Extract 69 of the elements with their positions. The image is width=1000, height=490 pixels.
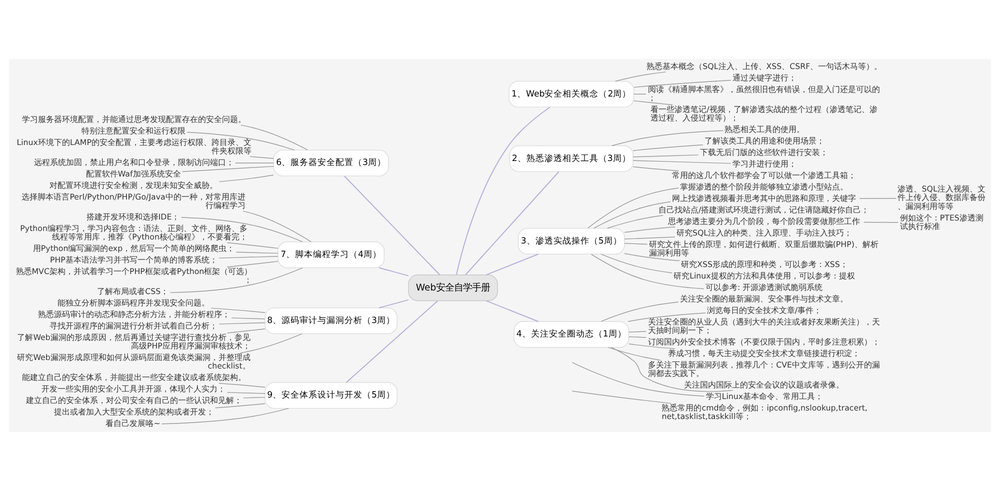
connector xyxy=(628,312,706,322)
connector xyxy=(594,200,671,228)
node-box: 4、关注安全圈动态（1周） xyxy=(514,320,630,348)
connector xyxy=(226,328,266,333)
connector xyxy=(182,165,274,172)
node-box: 9、安全体系设计与开发（5周） xyxy=(264,382,398,408)
connector xyxy=(590,253,704,289)
connector xyxy=(161,407,290,424)
connector xyxy=(170,266,303,292)
connector xyxy=(611,130,724,146)
connector xyxy=(572,390,672,404)
connector xyxy=(632,160,732,164)
connector xyxy=(250,156,274,158)
connector xyxy=(218,174,274,182)
connector xyxy=(235,162,274,163)
connector xyxy=(634,93,646,94)
connector xyxy=(236,251,278,254)
connector xyxy=(186,131,295,150)
connector xyxy=(210,307,266,312)
node-box: 1、Web安全相关概念（2周） xyxy=(508,80,634,107)
node-box: 2、熟悉渗透相关工具（3周） xyxy=(509,144,634,172)
connector xyxy=(624,242,648,244)
connector xyxy=(572,362,705,396)
connector xyxy=(859,197,897,198)
connector xyxy=(864,221,899,222)
connector xyxy=(632,154,699,157)
connector xyxy=(600,301,679,322)
connector xyxy=(218,256,278,258)
connector xyxy=(243,396,266,398)
connector xyxy=(240,124,308,150)
connector xyxy=(226,392,266,394)
connector xyxy=(180,216,303,242)
node-box: Web安全自学手册 xyxy=(408,274,498,301)
connector xyxy=(614,71,666,82)
connector xyxy=(486,300,538,322)
connector xyxy=(600,253,672,273)
connector xyxy=(628,330,646,332)
connector xyxy=(214,402,266,408)
connector xyxy=(624,236,676,239)
connector xyxy=(587,187,679,228)
connector xyxy=(634,79,732,88)
connector xyxy=(240,332,302,353)
connector xyxy=(632,166,680,171)
connector xyxy=(611,346,734,392)
connector xyxy=(242,210,312,242)
connector xyxy=(456,106,550,274)
connector xyxy=(632,144,704,150)
connector xyxy=(226,242,278,248)
connector xyxy=(624,226,676,232)
connector xyxy=(226,260,278,267)
connector xyxy=(218,382,266,388)
connector xyxy=(344,175,440,275)
connector xyxy=(628,336,646,338)
connector xyxy=(218,322,266,324)
node-box: 8、源码审计与漏洞分析（3周） xyxy=(264,307,398,334)
connector xyxy=(608,346,661,360)
connector xyxy=(378,266,409,276)
connector xyxy=(607,214,664,228)
connector xyxy=(346,300,438,382)
node-box: 3、渗透实战操作（5周） xyxy=(518,227,625,254)
node-box: 7、脚本编程学习（4周） xyxy=(278,241,385,268)
node-box: 6、服务器安全配置（3周） xyxy=(273,149,389,176)
connector xyxy=(486,253,538,275)
connector xyxy=(231,317,266,319)
connector xyxy=(465,170,560,275)
connector xyxy=(634,100,674,105)
connector xyxy=(628,343,676,349)
connector xyxy=(624,252,680,261)
connector xyxy=(378,298,409,308)
